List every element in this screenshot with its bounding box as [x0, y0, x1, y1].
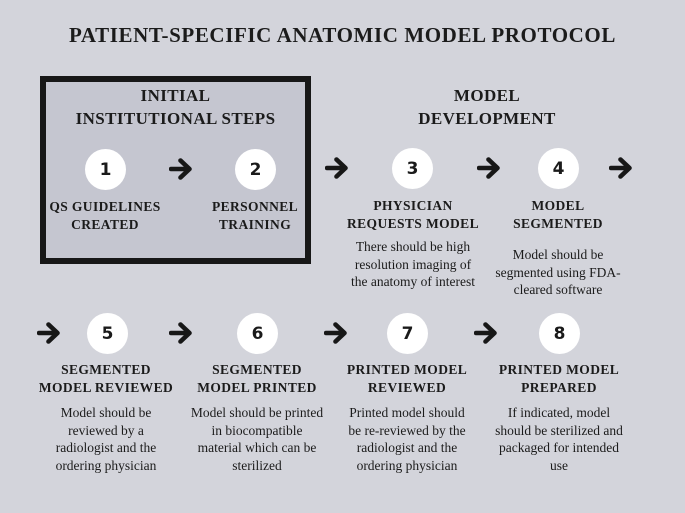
right-arrow-icon	[609, 157, 632, 179]
step-circle-7: 7	[387, 313, 428, 354]
right-arrow-icon	[37, 322, 60, 344]
right-arrow-icon	[325, 157, 348, 179]
step-label-2: PERSONNEL TRAINING	[211, 199, 299, 232]
step-circle-1: 1	[85, 149, 126, 190]
step-description-7: Printed model should be re-reviewed by t…	[348, 405, 466, 473]
step-circle-3: 3	[392, 148, 433, 189]
step-label-4: MODEL SEGMENTED	[513, 198, 603, 231]
section-heading-initial: INITIAL INSTITUTIONAL STEPS	[75, 86, 276, 128]
right-arrow-icon	[477, 157, 500, 179]
step-number: 3	[406, 158, 419, 179]
step-number: 1	[99, 159, 112, 180]
step-number: 6	[251, 323, 264, 344]
step-description-8: If indicated, model should be sterilized…	[495, 405, 623, 473]
right-arrow-icon	[474, 322, 497, 344]
step-number: 8	[553, 323, 566, 344]
step-label-1: QS GUIDELINES CREATED	[49, 199, 161, 232]
step-description-5: Model should be reviewed by a radiologis…	[55, 405, 157, 473]
step-description-3: There should be high resolution imaging …	[350, 239, 476, 289]
section-heading-development: MODEL DEVELOPMENT	[418, 86, 556, 128]
step-label-8: PRINTED MODEL PREPARED	[498, 362, 620, 395]
step-number: 2	[249, 159, 262, 180]
right-arrow-icon	[169, 158, 192, 180]
step-circle-8: 8	[539, 313, 580, 354]
step-description-6: Model should be printed in biocompatible…	[190, 405, 324, 473]
step-label-6: SEGMENTED MODEL PRINTED	[197, 362, 317, 395]
step-label-5: SEGMENTED MODEL REVIEWED	[38, 362, 174, 395]
step-label-7: PRINTED MODEL REVIEWED	[346, 362, 468, 395]
step-number: 4	[552, 158, 565, 179]
step-label-3: PHYSICIAN REQUESTS MODEL	[346, 198, 479, 231]
step-number: 5	[101, 323, 114, 344]
right-arrow-icon	[169, 322, 192, 344]
step-circle-4: 4	[538, 148, 579, 189]
right-arrow-icon	[324, 322, 347, 344]
step-circle-2: 2	[235, 149, 276, 190]
step-number: 7	[401, 323, 414, 344]
step-circle-6: 6	[237, 313, 278, 354]
step-circle-5: 5	[87, 313, 128, 354]
step-description-4: Model should be segmented using FDA- cle…	[495, 247, 621, 297]
page-title: PATIENT-SPECIFIC ANATOMIC MODEL PROTOCOL	[69, 23, 616, 47]
